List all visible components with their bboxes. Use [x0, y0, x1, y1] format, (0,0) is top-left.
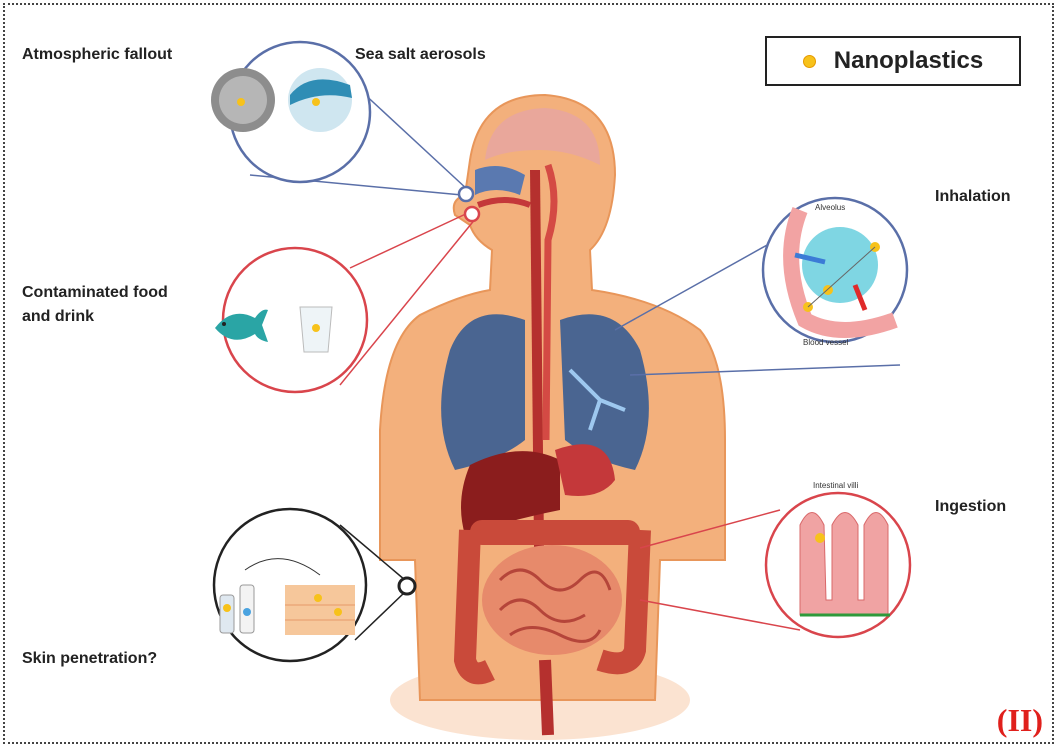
food-drink-inset — [215, 246, 369, 394]
fish-icon — [215, 309, 268, 342]
mouth-entry-marker — [463, 205, 481, 223]
alveolus-inset — [761, 196, 909, 344]
label-alveolus: Alveolus — [815, 203, 846, 212]
skin-layer-image — [285, 585, 355, 635]
legend-box: Nanoplastics — [765, 36, 1021, 86]
panel-label: (II) — [996, 702, 1043, 738]
label-skin-penetration: Skin penetration? — [22, 650, 158, 667]
villi-inset — [764, 491, 912, 639]
legend-label: Nanoplastics — [833, 47, 984, 74]
nose-entry-marker — [457, 185, 475, 203]
label-food-line2: and drink — [22, 308, 95, 325]
label-atmospheric-fallout: Atmospheric fallout — [22, 46, 173, 63]
nanoplastic-marker-icon — [802, 54, 816, 68]
digestive-organs — [453, 444, 651, 736]
label-intestinal-villi: Intestinal villi — [813, 481, 859, 490]
label-food-line1: Contaminated food — [22, 284, 168, 301]
label-blood-vessel: Blood vessel — [803, 338, 849, 347]
cosmetic-tube-icon — [219, 594, 235, 634]
lungs — [441, 314, 649, 470]
label-ingestion: Ingestion — [935, 498, 1007, 515]
figure-border — [3, 3, 1054, 744]
label-inhalation: Inhalation — [935, 188, 1011, 205]
airborne-inset — [211, 40, 372, 184]
label-sea-salt-aerosols: Sea salt aerosols — [355, 46, 486, 63]
skin-entry-marker — [397, 576, 417, 596]
skin-inset — [212, 507, 368, 663]
